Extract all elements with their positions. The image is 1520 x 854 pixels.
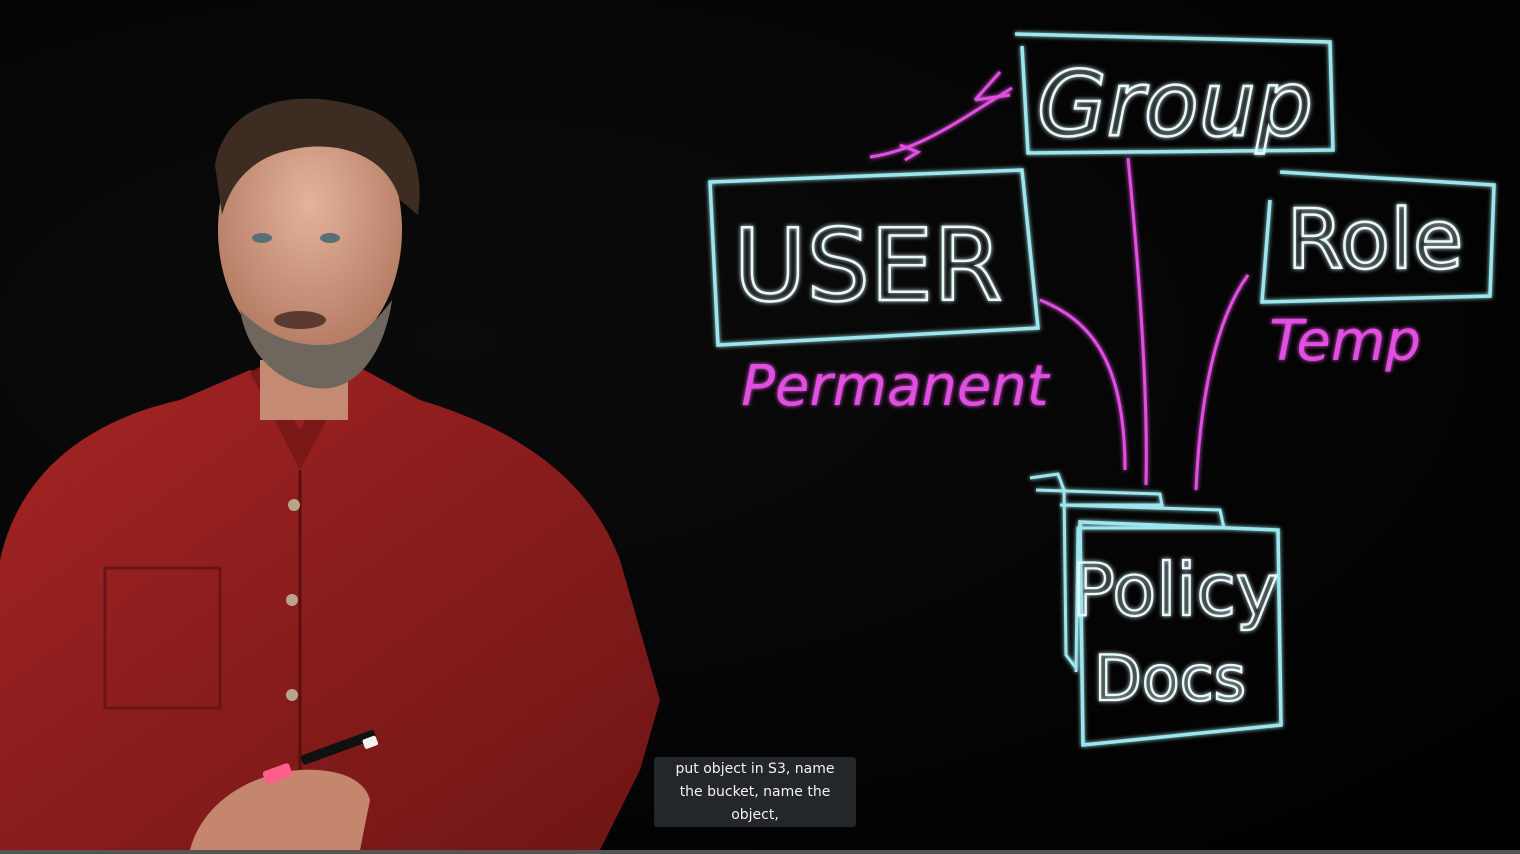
permanent-note: Permanent	[741, 354, 1051, 419]
role-label: Role	[1287, 193, 1464, 288]
user-label: USER	[733, 207, 1002, 324]
temp-note: Temp	[1269, 309, 1421, 374]
docs-label: Docs	[1094, 642, 1246, 715]
closed-caption: put object in S3, name the bucket, name …	[654, 757, 856, 827]
video-progress-bar[interactable]	[0, 850, 1520, 854]
lightboard-diagram: Group USER Role Policy Docs	[708, 32, 1496, 747]
policy-docs-stack: Policy Docs	[1029, 472, 1283, 747]
policy-label: Policy	[1071, 548, 1278, 632]
presenter	[0, 98, 660, 850]
group-box: Group	[1014, 32, 1335, 158]
connectors	[869, 71, 1250, 491]
user-box: USER	[708, 168, 1040, 347]
group-label: Group	[1037, 52, 1313, 157]
caption-text: put object in S3, name the bucket, name …	[675, 760, 835, 823]
role-box: Role	[1260, 170, 1496, 304]
